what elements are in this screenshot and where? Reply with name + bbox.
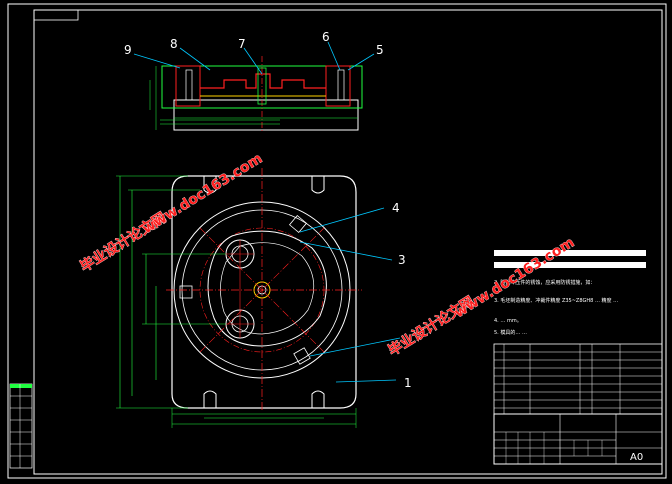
- callout-5: 5: [376, 43, 384, 57]
- callout-3: 3: [398, 253, 406, 267]
- note-line-3: 3. 毛坯制造精度、冲裁件精度 Z35~Z8GH8 … 精度 …: [494, 297, 618, 304]
- section-view: [133, 41, 375, 132]
- top-left-title-box: [33, 9, 79, 21]
- technical-notes: 2. 防止冲压件的锈蚀，应采用防锈措施，如： 3. 毛坯制造精度、冲裁件精度 Z…: [494, 250, 646, 336]
- callout-9: 9: [124, 43, 132, 57]
- title-block: A0: [493, 413, 663, 465]
- plan-view: [116, 168, 401, 428]
- note-line-5: 5. 模具的… …: [494, 329, 527, 336]
- inner-frame: [33, 9, 663, 475]
- callout-8: 8: [170, 37, 178, 51]
- callout-labels: 1 3 4 5 6 7 8 9: [124, 30, 412, 390]
- note-line-4: 4. … mm。: [494, 318, 522, 324]
- note-line-2: 2. 防止冲压件的锈蚀，应采用防锈措施，如：: [494, 279, 595, 286]
- callout-7: 7: [238, 37, 246, 51]
- watermark-url-right: www.doc163.com: [452, 235, 578, 322]
- watermark-url-left: www.doc163.com: [140, 151, 266, 238]
- parts-list-table: [493, 343, 663, 415]
- callout-6: 6: [322, 30, 330, 44]
- sheet-size-label: A0: [630, 452, 643, 463]
- callout-4: 4: [392, 201, 400, 215]
- callout-1: 1: [404, 376, 412, 390]
- side-revision-table: [9, 383, 33, 469]
- outer-frame: [7, 3, 667, 479]
